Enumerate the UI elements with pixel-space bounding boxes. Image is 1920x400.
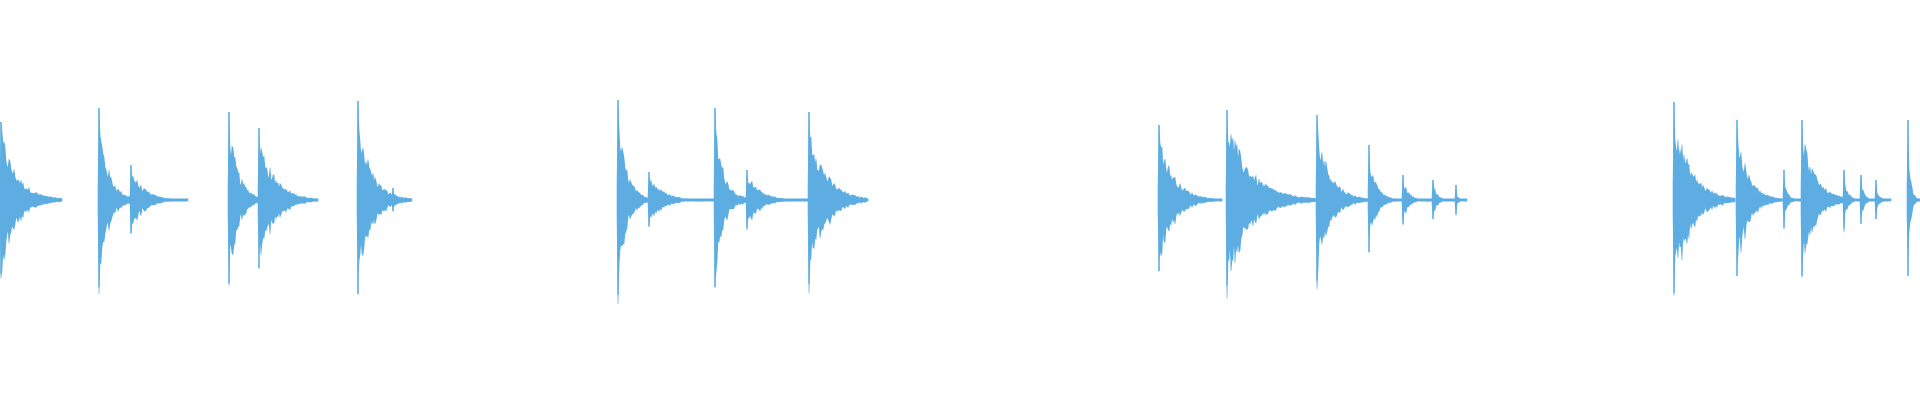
waveform-envelope xyxy=(1874,179,1892,219)
waveform-envelope xyxy=(227,111,261,286)
waveform-transient xyxy=(257,127,319,269)
waveform-envelope xyxy=(257,127,319,262)
waveform-transient xyxy=(1157,124,1223,272)
waveform-transient xyxy=(356,100,412,295)
waveform-envelope xyxy=(97,107,133,295)
waveform-transient xyxy=(129,164,189,234)
waveform-transient xyxy=(391,187,413,212)
waveform-transient xyxy=(1431,179,1456,219)
waveform-envelope xyxy=(616,99,649,305)
waveform-transient xyxy=(647,171,715,227)
waveform-envelope xyxy=(1157,124,1223,267)
waveform-transient xyxy=(1782,169,1802,229)
waveform-envelope xyxy=(1782,169,1802,229)
waveform-envelope xyxy=(1735,119,1785,270)
waveform-envelope xyxy=(1672,101,1736,296)
waveform-transient xyxy=(1225,109,1317,299)
waveform-envelope xyxy=(1315,114,1369,290)
waveform-transient xyxy=(1906,119,1920,276)
waveform-envelope xyxy=(1225,109,1317,299)
waveform-transient xyxy=(1454,184,1468,216)
waveform-transient xyxy=(616,99,649,305)
waveform-transient xyxy=(1672,101,1736,296)
waveform-envelope xyxy=(1431,179,1456,218)
waveform-transient xyxy=(1367,144,1403,253)
waveform-envelope xyxy=(1367,144,1403,248)
waveform-transient xyxy=(1735,119,1785,276)
waveform-transient xyxy=(227,111,261,286)
waveform-envelope xyxy=(647,171,715,227)
waveform-transient xyxy=(713,107,747,288)
waveform-envelope xyxy=(1859,174,1878,222)
waveform-transient xyxy=(97,107,133,295)
waveform-transient xyxy=(1401,174,1433,226)
waveform-transient xyxy=(745,169,809,231)
waveform-transient xyxy=(1859,174,1878,224)
waveform-transient xyxy=(807,111,869,294)
waveform-envelope xyxy=(713,107,747,282)
waveform-envelope xyxy=(807,111,869,294)
waveform-transient xyxy=(0,121,63,279)
waveform-envelope xyxy=(356,100,412,285)
waveform-transient xyxy=(1874,179,1892,219)
waveform-envelope xyxy=(1906,119,1920,270)
waveform-transient xyxy=(1315,114,1369,290)
